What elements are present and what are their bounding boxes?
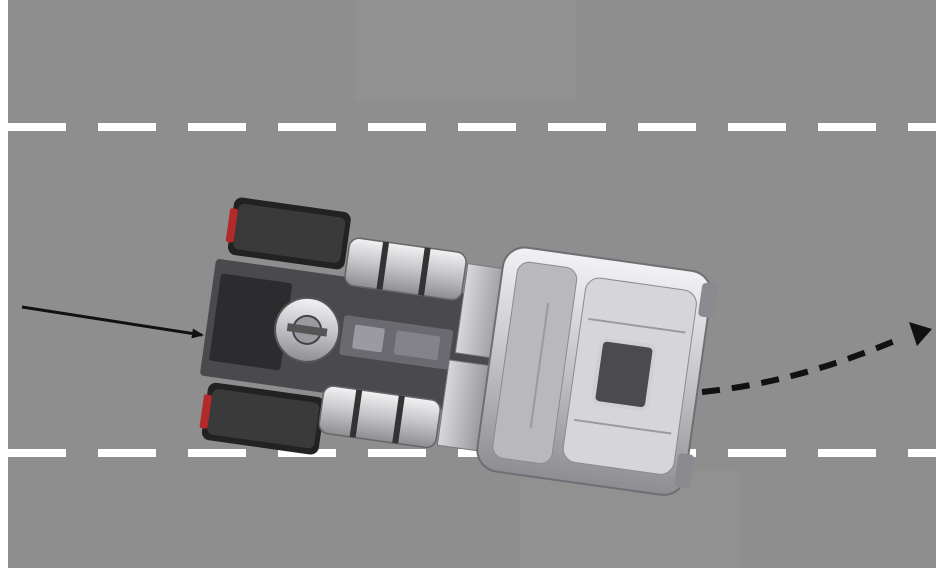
road-patch — [355, 0, 575, 100]
truck-cab — [474, 245, 719, 499]
roof-hatch — [593, 339, 655, 410]
